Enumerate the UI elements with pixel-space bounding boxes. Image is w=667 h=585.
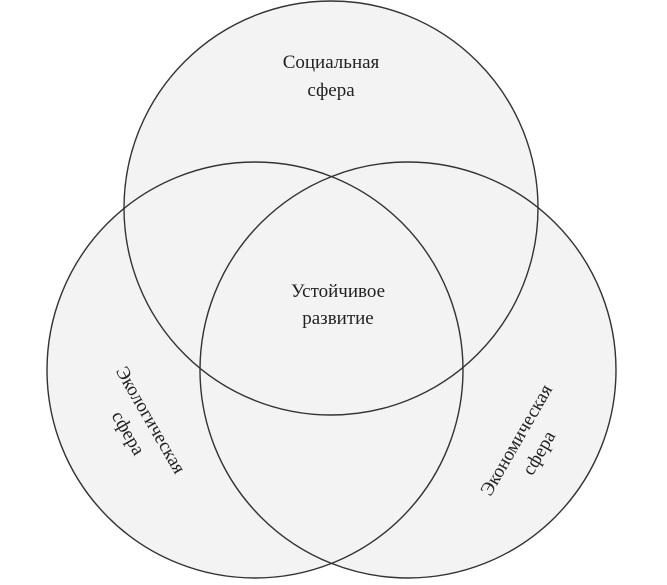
- center-label-line1: Устойчивое: [291, 281, 385, 302]
- center-label: Устойчивое развитие: [291, 281, 385, 329]
- center-label-line2: развитие: [302, 308, 373, 329]
- social-label-line1: Социальная: [283, 52, 380, 73]
- economic-sphere-circle: [199, 161, 617, 579]
- social-label-line2: сфера: [307, 80, 355, 101]
- social-sphere-label: Социальная сфера: [283, 52, 380, 101]
- ecological-sphere-circle: [46, 161, 464, 579]
